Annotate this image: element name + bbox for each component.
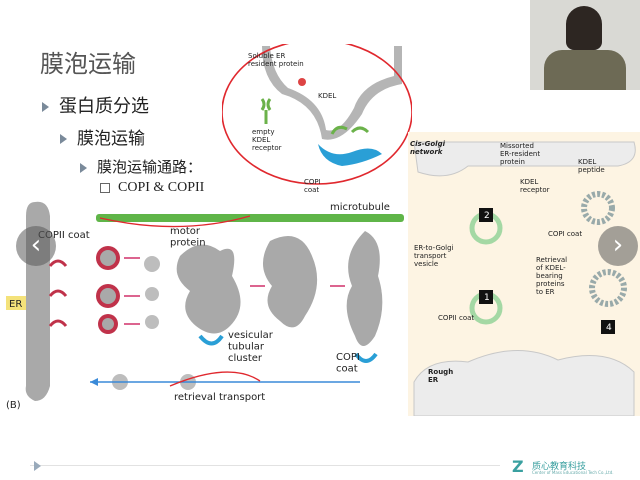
bullet-marker-icon [42,102,49,112]
bullet-level4: COPI & COPII [100,180,204,196]
bullet-text: 膜泡运输通路： [97,158,202,176]
label-step-1: 1 [484,293,490,303]
microtubule-bar [96,214,404,222]
copi-vesicle [584,194,612,222]
empty-receptor-shape [262,99,270,124]
label-step-2: 2 [484,211,490,221]
presenter-body [544,50,626,90]
vesicular-tubular-cluster-3 [347,231,383,346]
label-step-4: 4 [606,323,612,333]
next-slide-button[interactable]: › [598,226,638,266]
logo-subtext: Center of Mass Educational Tech Co.,Ltd. [532,470,614,475]
presenter-head [566,6,602,50]
slide-title: 膜泡运输 [40,44,136,79]
label-panel-b: (B) [6,400,21,411]
rough-er-shape [414,350,634,416]
label-er: ER [9,299,22,310]
bullet-level3: 膜泡运输通路： [80,156,202,177]
company-logo: Z 质心教育科技 Center of Mass Educational Tech… [512,458,630,478]
prev-slide-button[interactable]: ‹ [16,226,56,266]
label-microtubule: microtubule [330,202,390,213]
vesicular-tubular-cluster-2 [263,236,317,327]
bullet-text: COPI & COPII [118,180,204,195]
copi-coat-shape [318,144,382,166]
kdel-protein-dot [298,78,306,86]
bullet-marker-icon [60,134,67,144]
label-copi-coat-right: COPI coat [548,230,582,238]
bullet-level2: 膜泡运输 [60,124,145,149]
label-retrieval-transport: retrieval transport [174,392,265,403]
vesicular-tubular-cluster-1 [177,245,241,334]
logo-z-icon: Z [512,458,528,476]
bullet-text: 膜泡运输 [77,129,145,149]
bullet-level1: 蛋白质分选 [42,92,149,118]
footer-divider [30,465,500,466]
webcam-feed [530,0,640,90]
bullet-text: 蛋白质分选 [59,96,149,117]
label-kdel: KDEL [318,92,336,100]
square-bullet-icon [100,183,110,193]
label-copii-coat-right: COPII coat [438,314,474,322]
er-copii-buds [50,261,66,326]
copi-coat-bud [200,336,222,344]
footer-arrow-icon [34,461,41,471]
bullet-marker-icon [80,163,87,173]
